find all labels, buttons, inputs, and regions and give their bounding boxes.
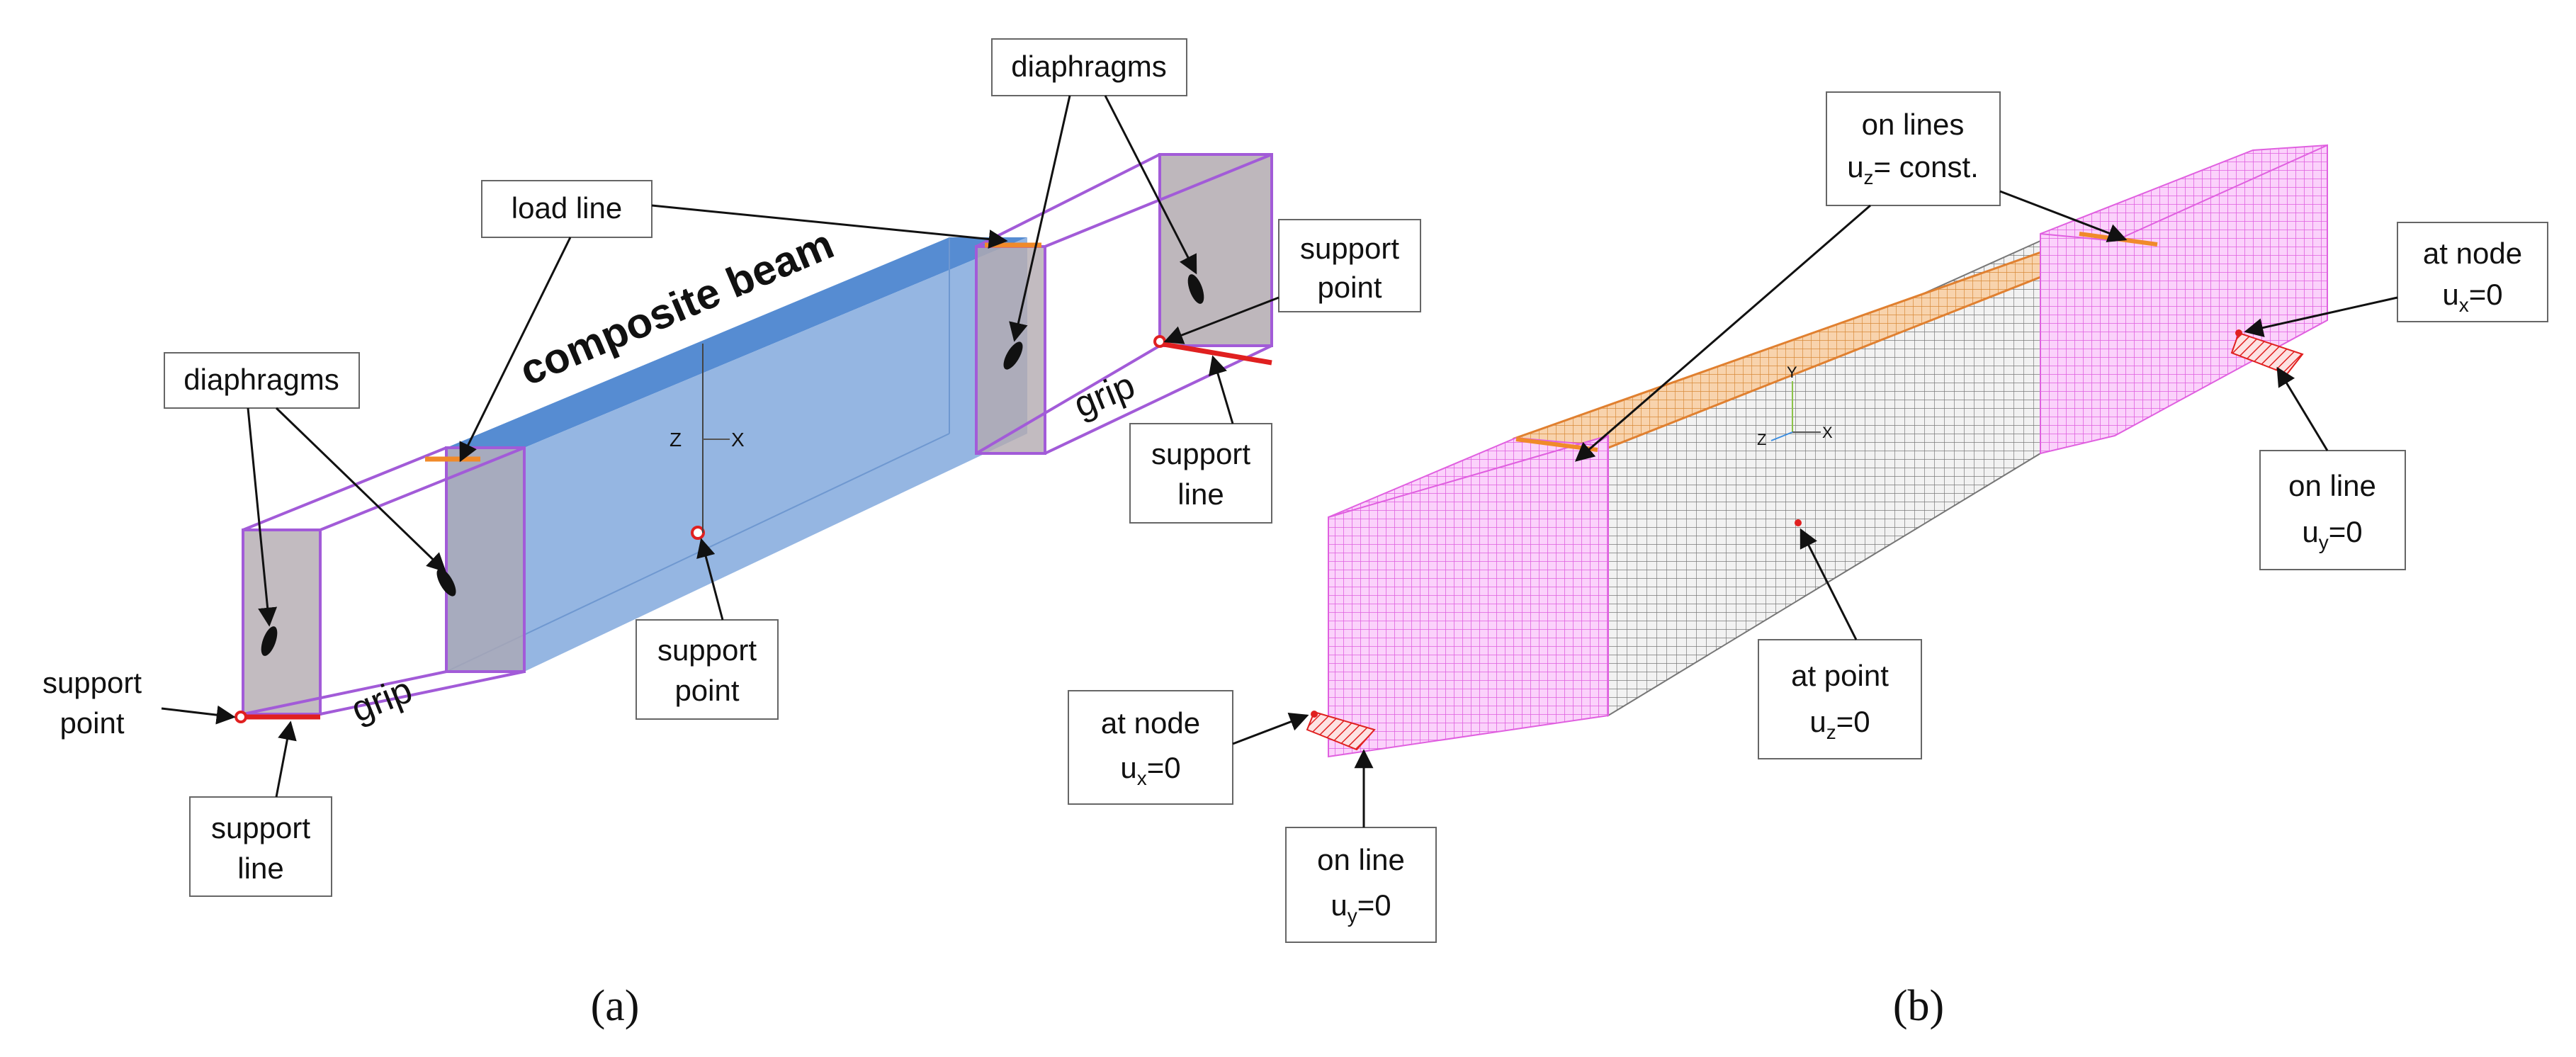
callout-at-node-right: at node ux=0 <box>2397 222 2548 322</box>
axis-triad-a: Z X <box>670 344 745 533</box>
svg-text:uy=0: uy=0 <box>2302 515 2362 553</box>
beam-side-face <box>524 237 1027 672</box>
grip-left <box>242 446 526 716</box>
svg-text:point: point <box>674 674 739 707</box>
svg-text:on line: on line <box>1317 843 1405 876</box>
svg-text:support: support <box>1300 232 1399 265</box>
axis-y-label-b: Y <box>1787 363 1797 381</box>
svg-text:diaphragms: diaphragms <box>183 363 339 396</box>
grip-right-diaphragm-end <box>1158 153 1273 347</box>
axis-z-label-b: Z <box>1757 431 1766 448</box>
callout-diaphragms-left: diaphragms <box>164 352 360 409</box>
svg-text:on line: on line <box>2288 469 2376 502</box>
grip-left-diaphragm-inner <box>445 446 526 673</box>
svg-text:uy=0: uy=0 <box>1331 888 1391 927</box>
svg-text:point: point <box>1317 271 1382 304</box>
svg-text:ux=0: ux=0 <box>1120 751 1180 789</box>
panel-b: Y Z X on lines uz= const. at node ux=0 o… <box>1068 91 2548 1030</box>
axis-triad-b: Y Z X <box>1757 363 1833 448</box>
callout-support-line-left: support line <box>189 796 332 897</box>
svg-text:support: support <box>657 633 757 667</box>
svg-text:on lines: on lines <box>1862 108 1965 141</box>
support-point-left-marker <box>235 711 247 723</box>
axis-x-label-b: X <box>1822 424 1833 441</box>
svg-text:diaphragms: diaphragms <box>1011 50 1166 83</box>
svg-text:at point: at point <box>1791 659 1889 692</box>
svg-text:support: support <box>43 666 142 699</box>
callout-diaphragms-right: diaphragms <box>991 38 1187 96</box>
svg-text:line: line <box>1177 477 1224 511</box>
axis-z-label-a: Z <box>670 429 682 451</box>
support-point-right-marker <box>1153 335 1166 348</box>
axis-x-label-a: X <box>731 429 745 451</box>
fe-mesh <box>1328 144 2328 758</box>
callout-on-lines: on lines uz= const. <box>1826 91 2001 206</box>
callout-on-line-left: on line uy=0 <box>1285 827 1437 943</box>
svg-text:load line: load line <box>512 191 622 225</box>
svg-text:uz=0: uz=0 <box>1809 705 1870 743</box>
grip-left-diaphragm-end <box>242 528 322 716</box>
svg-text:support: support <box>211 811 310 844</box>
svg-text:at node: at node <box>1101 706 1200 740</box>
callout-load-line: load line <box>481 180 653 238</box>
callout-at-point: at point uz=0 <box>1758 639 1922 759</box>
svg-text:line: line <box>237 852 283 885</box>
grip-right-label: grip <box>1068 365 1141 426</box>
beam-top-face <box>446 237 1027 448</box>
svg-text:ux=0: ux=0 <box>2442 278 2502 316</box>
mesh-left-grip-front <box>1328 434 1609 758</box>
callout-at-node-left: at node ux=0 <box>1068 690 1233 805</box>
mesh-right-grip-top <box>2040 145 2328 242</box>
callout-support-point-left: support point <box>43 666 142 740</box>
callout-support-point-right: support point <box>1278 219 1421 312</box>
panel-a: Z X composite beam grip grip diaphragms … <box>43 38 1421 1030</box>
support-point-b-marker <box>1795 519 1802 526</box>
support-line-right <box>1159 341 1272 366</box>
svg-text:at node: at node <box>2423 237 2522 270</box>
callout-support-line-right: support line <box>1129 423 1272 524</box>
support-point-mid-marker <box>691 526 705 540</box>
caption-b: (b) <box>1893 982 1944 1030</box>
svg-text:uz= const.: uz= const. <box>1847 150 1979 188</box>
callout-support-point-mid: support point <box>635 619 779 720</box>
svg-text:point: point <box>60 706 124 740</box>
callout-on-line-right: on line uy=0 <box>2259 450 2406 570</box>
caption-a: (a) <box>591 982 640 1030</box>
svg-text:support: support <box>1151 437 1250 470</box>
